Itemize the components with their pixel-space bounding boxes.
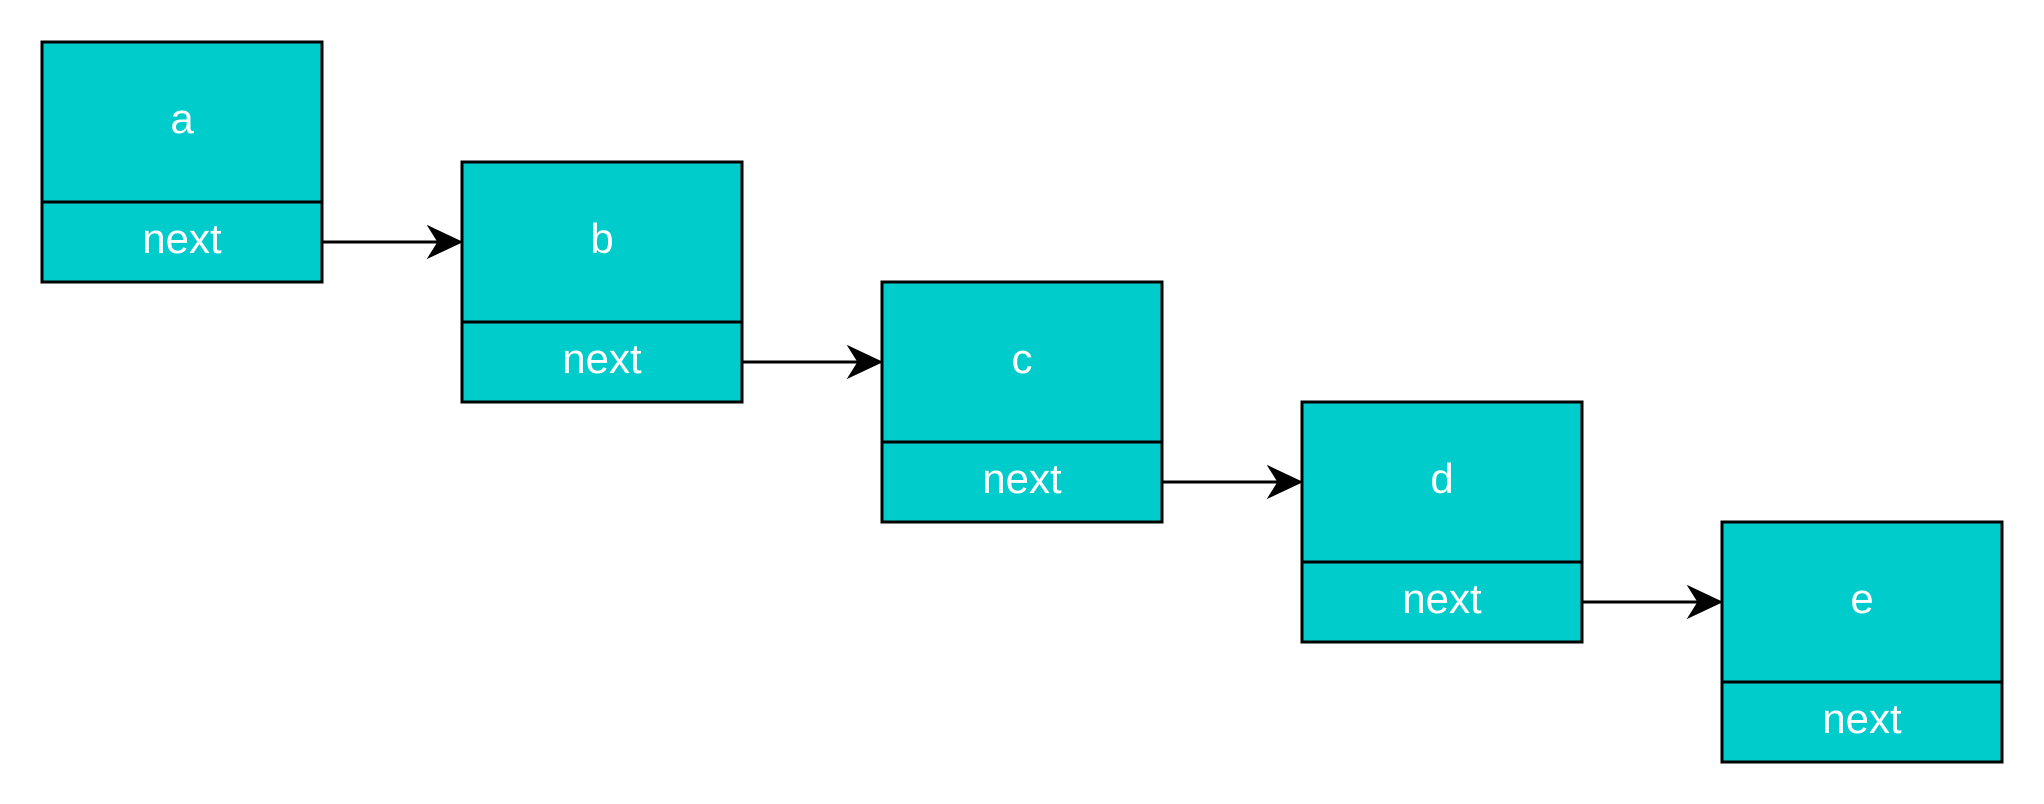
node-value-cell bbox=[1720, 520, 2004, 684]
node-value-cell bbox=[1300, 400, 1584, 564]
list-node: c next bbox=[880, 280, 1164, 524]
list-node: b next bbox=[460, 160, 744, 404]
node-value-label: e bbox=[1850, 575, 1873, 622]
node-next-cell bbox=[460, 320, 744, 404]
node-next-label: next bbox=[982, 455, 1062, 502]
node-value-label: b bbox=[590, 215, 613, 262]
list-node: d next bbox=[1300, 400, 1584, 644]
node-value-cell bbox=[460, 160, 744, 324]
node-next-cell bbox=[40, 200, 324, 284]
node-value-label: d bbox=[1430, 455, 1453, 502]
node-next-label: next bbox=[562, 335, 642, 382]
arrowhead-icon bbox=[1686, 584, 1724, 620]
node-next-label: next bbox=[142, 215, 222, 262]
list-node: e next bbox=[1720, 520, 2004, 764]
next-pointer-arrow bbox=[742, 344, 884, 380]
node-value-label: c bbox=[1012, 335, 1033, 382]
node-next-cell bbox=[880, 440, 1164, 524]
next-pointer-arrow bbox=[322, 224, 464, 260]
arrowhead-icon bbox=[1266, 464, 1304, 500]
node-value-cell bbox=[40, 40, 324, 204]
node-next-label: next bbox=[1822, 695, 1902, 742]
nodes-layer: a next b next c next d next e next bbox=[40, 40, 2004, 764]
list-node: a next bbox=[40, 40, 324, 284]
links-layer bbox=[322, 224, 1724, 620]
node-next-cell bbox=[1300, 560, 1584, 644]
node-next-cell bbox=[1720, 680, 2004, 764]
arrowhead-icon bbox=[846, 344, 884, 380]
node-next-label: next bbox=[1402, 575, 1482, 622]
next-pointer-arrow bbox=[1582, 584, 1724, 620]
arrowhead-icon bbox=[426, 224, 464, 260]
next-pointer-arrow bbox=[1162, 464, 1304, 500]
node-value-label: a bbox=[170, 95, 194, 142]
